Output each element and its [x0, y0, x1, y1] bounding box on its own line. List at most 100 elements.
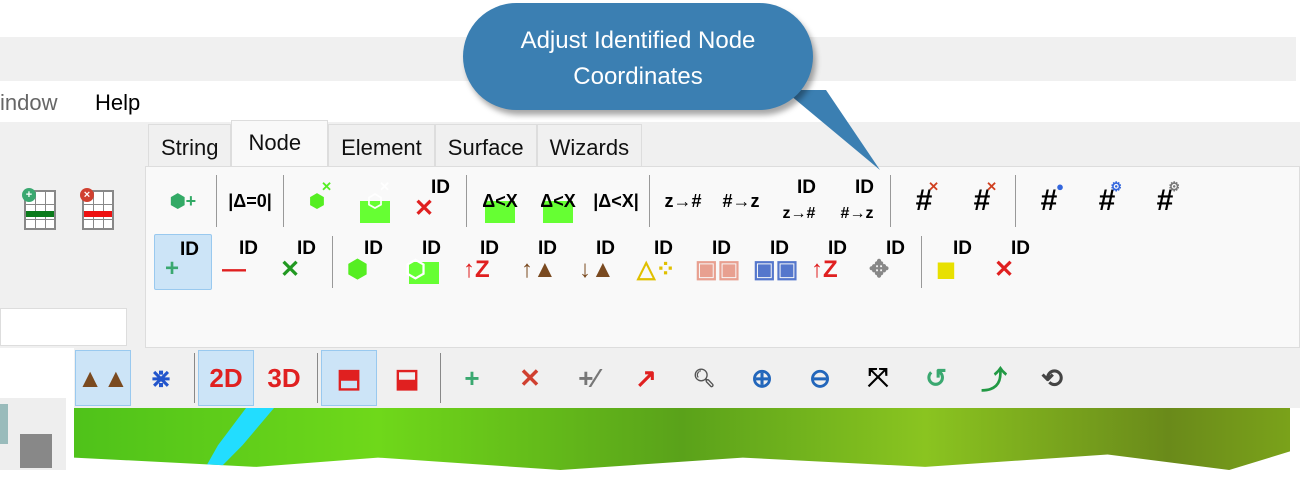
delete-id-button[interactable]: ID✕ [404, 173, 462, 229]
number-color-button[interactable]: #● [1020, 173, 1078, 229]
view-3d-button[interactable]: 3D [256, 350, 312, 406]
draw-line-button[interactable]: ↗ [618, 350, 674, 406]
remove-id-button[interactable]: ID— [212, 234, 270, 290]
id-triangle-points-button[interactable]: ID△⁘ [627, 234, 685, 290]
add-point-icon: + [464, 362, 480, 393]
draw-line-icon: ↗ [635, 362, 657, 393]
separator [332, 236, 333, 288]
id-in-polygon-button[interactable]: ID⬢ [337, 234, 395, 290]
separator [890, 175, 891, 227]
delete-points-outside-polygon-icon: ⬡ [367, 190, 383, 211]
delta-less-x-outside-button[interactable]: Δ<X [529, 173, 587, 229]
terrain-map-view[interactable] [74, 408, 1290, 470]
id-outside-polygon-icon: ⬡ [405, 256, 426, 283]
delete-number-grid-button[interactable]: #✕ [953, 173, 1011, 229]
identified-raise-z-button[interactable]: ID↑Z [801, 234, 859, 290]
delete-id-icon: ✕ [414, 195, 435, 222]
callout-line-2: Coordinates [573, 63, 703, 90]
id-grid-icon: ▣▣ [753, 256, 799, 283]
view-toolbar: ▲▲⋇ 2D 3D⬒ ⬓ + ✕ +⁄ ↗ 🔍︎⊕ ⊖ ⤧↺⤴⟲ [74, 348, 1300, 408]
delta-less-x-inside-button[interactable]: Δ<X [471, 173, 529, 229]
rotate-button[interactable]: ⟲ [1024, 350, 1080, 406]
add-point-button[interactable]: + [444, 350, 500, 406]
id-triangle-points-icon: △⁘ [637, 256, 676, 283]
zoom-previous-button[interactable]: ↺ [908, 350, 964, 406]
view-2d-button[interactable]: 2D [198, 350, 254, 406]
delete-table-row-icon[interactable]: × [80, 188, 114, 230]
id-label: ID [297, 238, 316, 259]
id-z-to-number-icon: z→# [782, 205, 816, 222]
delete-point-button[interactable]: ✕ [502, 350, 558, 406]
left-input-field[interactable] [0, 308, 127, 346]
number-color-settings-button[interactable]: #⚙ [1078, 173, 1136, 229]
zoom-extents-button[interactable]: ⤧ [850, 350, 906, 406]
delete-number-button[interactable]: #✕ [895, 173, 953, 229]
zoom-window-button[interactable]: 🔍︎ [676, 350, 732, 406]
id-grid-button[interactable]: ID▣▣ [743, 234, 801, 290]
separator [649, 175, 650, 227]
polygon-add-button[interactable]: ⬢+ [154, 173, 212, 229]
id-grid-partial-button[interactable]: ID▣▣ [685, 234, 743, 290]
id-raise-terrain-button[interactable]: ID↑▲ [511, 234, 569, 290]
zoom-out-icon: ⊖ [809, 362, 831, 393]
id-raise-z-icon: ↑Z [463, 256, 490, 283]
box-solid-button[interactable]: ⬒ [321, 350, 377, 406]
terrain-button[interactable]: ▲▲ [75, 350, 131, 406]
contour-lines-button[interactable]: ⋇ [133, 350, 189, 406]
id-label: ID [828, 238, 847, 259]
clear-id-button[interactable]: ID✕ [270, 234, 328, 290]
green-fill [485, 201, 515, 223]
remove-id-icon: — [222, 256, 246, 283]
tab-element[interactable]: Element [328, 124, 435, 166]
separator [1015, 175, 1016, 227]
box-slice-icon: ⬓ [394, 362, 420, 393]
tab-wizards[interactable]: Wizards [536, 124, 643, 166]
id-label: ID [712, 238, 731, 259]
green-fill [543, 201, 573, 223]
add-on-line-button[interactable]: +⁄ [560, 350, 616, 406]
id-number-to-z-button[interactable]: ID#→z [828, 173, 886, 229]
tab-string[interactable]: String [148, 124, 232, 166]
z-to-number-button[interactable]: z→# [654, 173, 712, 229]
add-on-line-icon: +⁄ [578, 362, 598, 393]
delete-points-outside-polygon-button[interactable]: ⬡✕ [346, 173, 404, 229]
adjust-identified-node-coordinates-button[interactable]: ID✥ [859, 234, 917, 290]
delta-less-x-outside-icon: Δ<X [540, 190, 576, 211]
number-to-z-button[interactable]: #→z [712, 173, 770, 229]
id-label: ID [855, 177, 874, 198]
delta-zero-icon: |Δ=0| [228, 190, 272, 211]
pan-button[interactable]: ⤴ [966, 350, 1022, 406]
id-lower-terrain-button[interactable]: ID↓▲ [569, 234, 627, 290]
delete-points-in-polygon-button[interactable]: ⬢✕ [288, 173, 346, 229]
menu-window[interactable]: indow [0, 90, 58, 115]
add-id-button[interactable]: ID+ [154, 234, 212, 290]
z-to-number-icon: z→# [664, 190, 702, 211]
delete-id-element-button[interactable]: ID◼ [926, 234, 984, 290]
zoom-out-button[interactable]: ⊖ [792, 350, 848, 406]
delta-zero-button[interactable]: |Δ=0| [221, 173, 279, 229]
id-lower-terrain-icon: ↓▲ [579, 256, 615, 283]
id-raise-z-button[interactable]: ID↑Z [453, 234, 511, 290]
id-label: ID [953, 238, 972, 259]
id-outside-polygon-button[interactable]: ID⬡ [395, 234, 453, 290]
identified-raise-z-icon: ↑Z [811, 256, 838, 283]
delta-less-x-button[interactable]: |Δ<X| [587, 173, 645, 229]
number-settings-button[interactable]: #⚙ [1136, 173, 1194, 229]
delta-less-x-icon: |Δ<X| [593, 190, 639, 211]
view-2d-icon: 2D [209, 362, 243, 393]
menu-help[interactable]: Help [95, 90, 141, 115]
separator [283, 175, 284, 227]
delete-identified-icon: ✕ [994, 256, 1015, 283]
ribbon-tabs: String Node Element Surface Wizards [148, 120, 643, 166]
box-slice-button[interactable]: ⬓ [379, 350, 435, 406]
tab-node[interactable]: Node [231, 120, 329, 166]
delete-point-icon: ✕ [519, 362, 541, 393]
tab-surface[interactable]: Surface [434, 124, 537, 166]
delete-identified-button[interactable]: ID✕ [984, 234, 1042, 290]
add-table-row-icon[interactable]: + [22, 188, 56, 230]
zoom-in-button[interactable]: ⊕ [734, 350, 790, 406]
terrain-icon: ▲▲ [77, 362, 129, 393]
id-label: ID [1011, 238, 1030, 259]
